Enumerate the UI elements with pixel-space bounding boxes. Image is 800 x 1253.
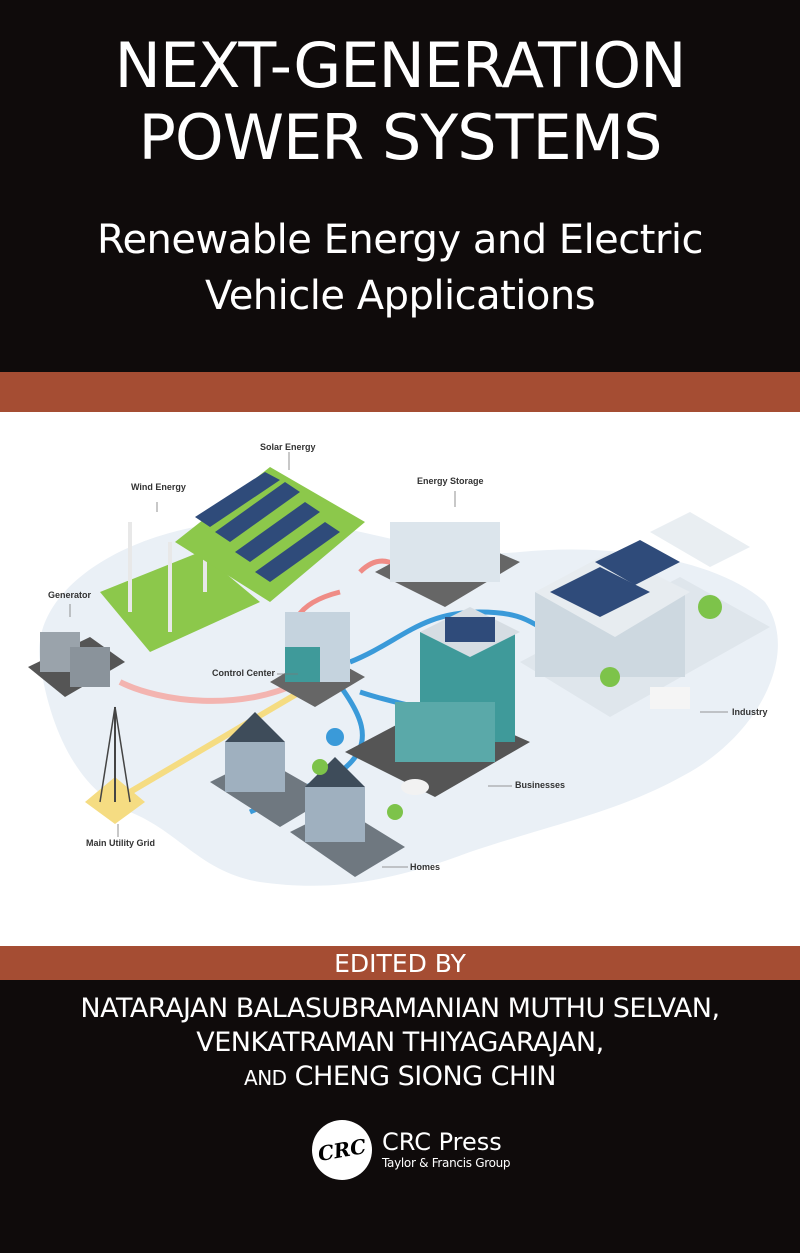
book-subtitle: Renewable Energy and Electric Vehicle Ap… [0, 212, 800, 324]
title-line-1: NEXT-GENERATION [114, 29, 686, 102]
label-wind-energy: Wind Energy [131, 482, 186, 492]
label-businesses: Businesses [515, 780, 566, 790]
label-control-center: Control Center [212, 668, 275, 678]
editor-line-1: NATARAJAN BALASUBRAMANIAN MUTHU SELVAN, [80, 993, 720, 1024]
edited-by-label: EDITED BY [334, 949, 466, 978]
smart-grid-illustration [28, 452, 778, 886]
title-line-2: POWER SYSTEMS [138, 101, 663, 174]
label-generator: Generator [48, 590, 92, 600]
crc-logo-text: CRC [316, 1133, 368, 1167]
label-industry: Industry [732, 707, 768, 717]
title-block: NEXT-GENERATION POWER SYSTEMS Renewable … [0, 0, 800, 372]
label-homes: Homes [410, 862, 441, 872]
credits-block: NATARAJAN BALASUBRAMANIAN MUTHU SELVAN, … [0, 980, 800, 1253]
publisher-name: CRC Press [382, 1128, 502, 1156]
publisher-logo: CRC CRC Press Taylor & Francis Group [307, 1115, 511, 1185]
label-solar-energy: Solar Energy [260, 442, 316, 452]
subtitle-line-2: Vehicle Applications [204, 273, 596, 319]
editor-list: NATARAJAN BALASUBRAMANIAN MUTHU SELVAN, … [0, 992, 800, 1095]
label-main-utility-grid: Main Utility Grid [86, 838, 156, 848]
subtitle-line-1: Renewable Energy and Electric [96, 217, 704, 263]
edited-by-band: EDITED BY [0, 946, 800, 980]
cover-illustration: Solar Energy Wind Energy Energy Storage … [0, 412, 800, 946]
accent-band-top [0, 372, 800, 412]
and-conjunction: AND [244, 1066, 287, 1090]
editor-name-3: CHENG SIONG CHIN [294, 1061, 557, 1092]
publisher-text: CRC Press Taylor & Francis Group [382, 1128, 511, 1171]
editor-line-2: VENKATRAMAN THIYAGARAJAN, [196, 1027, 604, 1058]
crc-logo-icon: CRC [307, 1115, 377, 1185]
label-energy-storage: Energy Storage [417, 476, 484, 486]
publisher-group: Taylor & Francis Group [382, 1156, 511, 1170]
book-title: NEXT-GENERATION POWER SYSTEMS [0, 30, 800, 174]
editor-line-3: AND CHENG SIONG CHIN [0, 1060, 800, 1095]
